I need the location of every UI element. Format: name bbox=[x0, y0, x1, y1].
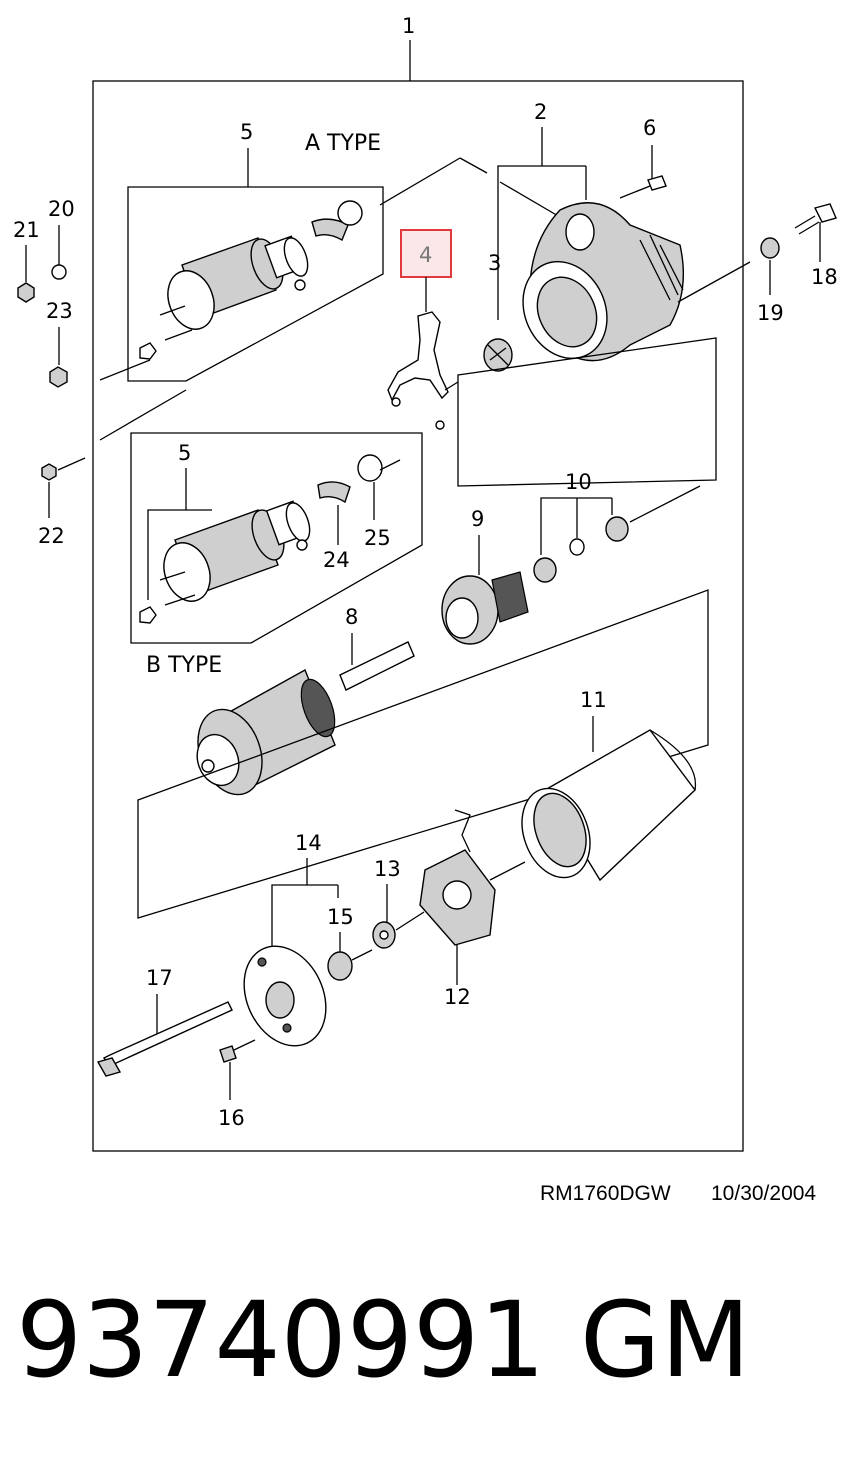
axis-13 bbox=[395, 911, 425, 931]
axis-15 bbox=[351, 949, 373, 961]
bearing-15 bbox=[327, 951, 353, 981]
callout-18: 18 bbox=[811, 265, 838, 289]
washer-10a bbox=[533, 557, 557, 583]
rear-cover-14 bbox=[243, 945, 327, 1047]
brand-name: GM bbox=[580, 1279, 750, 1401]
leader-2d bbox=[499, 181, 566, 221]
callout-21: 21 bbox=[13, 218, 40, 242]
callout-8: 8 bbox=[345, 605, 358, 629]
solenoid-a bbox=[139, 235, 309, 360]
reference-code: RM1760DGW bbox=[540, 1182, 671, 1205]
washer-10c bbox=[605, 516, 629, 542]
callout-16: 16 bbox=[218, 1106, 245, 1130]
callout-1: 1 bbox=[402, 14, 415, 38]
callout-15: 15 bbox=[327, 905, 354, 929]
bolt-6 bbox=[619, 175, 667, 199]
axis-housing bbox=[677, 261, 751, 303]
a-type-box bbox=[127, 186, 384, 382]
b-type-label: B TYPE bbox=[146, 653, 222, 678]
bolt-18 bbox=[794, 203, 837, 235]
callout-10: 10 bbox=[565, 470, 592, 494]
bushing-19 bbox=[760, 237, 780, 259]
callout-2: 2 bbox=[534, 100, 547, 124]
clutch-9 bbox=[441, 571, 529, 645]
axis-a bbox=[99, 359, 151, 381]
axis-3 bbox=[444, 381, 459, 391]
diagram-frame bbox=[92, 80, 744, 1152]
axis-a2 bbox=[379, 157, 461, 206]
callout-11: 11 bbox=[580, 688, 607, 712]
axis-10 bbox=[629, 485, 701, 523]
pinion-3 bbox=[483, 338, 513, 372]
callout-5a: 5 bbox=[240, 120, 253, 144]
callout-4: 4 bbox=[419, 243, 432, 267]
armature-box bbox=[137, 589, 709, 919]
axis-11 bbox=[489, 861, 526, 881]
part-number: 93740991 bbox=[16, 1279, 545, 1401]
axis-ab-link bbox=[99, 389, 187, 441]
axis-b bbox=[379, 459, 401, 471]
solenoid-b bbox=[139, 500, 311, 624]
leader-5b bbox=[147, 468, 187, 600]
nut-21 bbox=[17, 282, 35, 303]
highlight-box-4 bbox=[400, 229, 452, 278]
overrunning-box bbox=[457, 337, 717, 487]
reference-date: 10/30/2004 bbox=[711, 1182, 816, 1205]
nut-23 bbox=[49, 366, 68, 388]
leader-2 bbox=[497, 127, 543, 320]
screw-16 bbox=[219, 1039, 256, 1063]
callout-5b: 5 bbox=[178, 441, 191, 465]
yoke-11 bbox=[521, 729, 697, 882]
axis-22 bbox=[57, 457, 86, 471]
b-type-box bbox=[130, 432, 423, 644]
leader-10 bbox=[540, 497, 577, 555]
callout-19: 19 bbox=[757, 301, 784, 325]
clip-b bbox=[317, 454, 383, 504]
callout-3: 3 bbox=[488, 251, 501, 275]
washer-20 bbox=[51, 264, 67, 280]
callout-14: 14 bbox=[295, 831, 322, 855]
brush-holder-12 bbox=[419, 809, 496, 946]
nut-22 bbox=[41, 463, 57, 481]
washer-10b bbox=[569, 538, 585, 556]
washer-13-hole bbox=[379, 930, 389, 940]
shift-lever-4 bbox=[387, 311, 449, 430]
leader-14 bbox=[271, 858, 308, 950]
callout-24: 24 bbox=[323, 548, 350, 572]
callout-20: 20 bbox=[48, 197, 75, 221]
callout-22: 22 bbox=[38, 524, 65, 548]
callout-9: 9 bbox=[471, 507, 484, 531]
a-type-label: A TYPE bbox=[305, 131, 381, 156]
callout-17: 17 bbox=[146, 966, 173, 990]
callout-13: 13 bbox=[374, 857, 401, 881]
front-housing bbox=[522, 202, 684, 362]
callout-6: 6 bbox=[643, 116, 656, 140]
callout-25: 25 bbox=[364, 526, 391, 550]
axis-a3 bbox=[459, 157, 488, 174]
clip-a bbox=[311, 200, 363, 242]
through-bolt-17 bbox=[96, 1001, 233, 1077]
callout-12: 12 bbox=[444, 985, 471, 1009]
callout-23: 23 bbox=[46, 299, 73, 323]
